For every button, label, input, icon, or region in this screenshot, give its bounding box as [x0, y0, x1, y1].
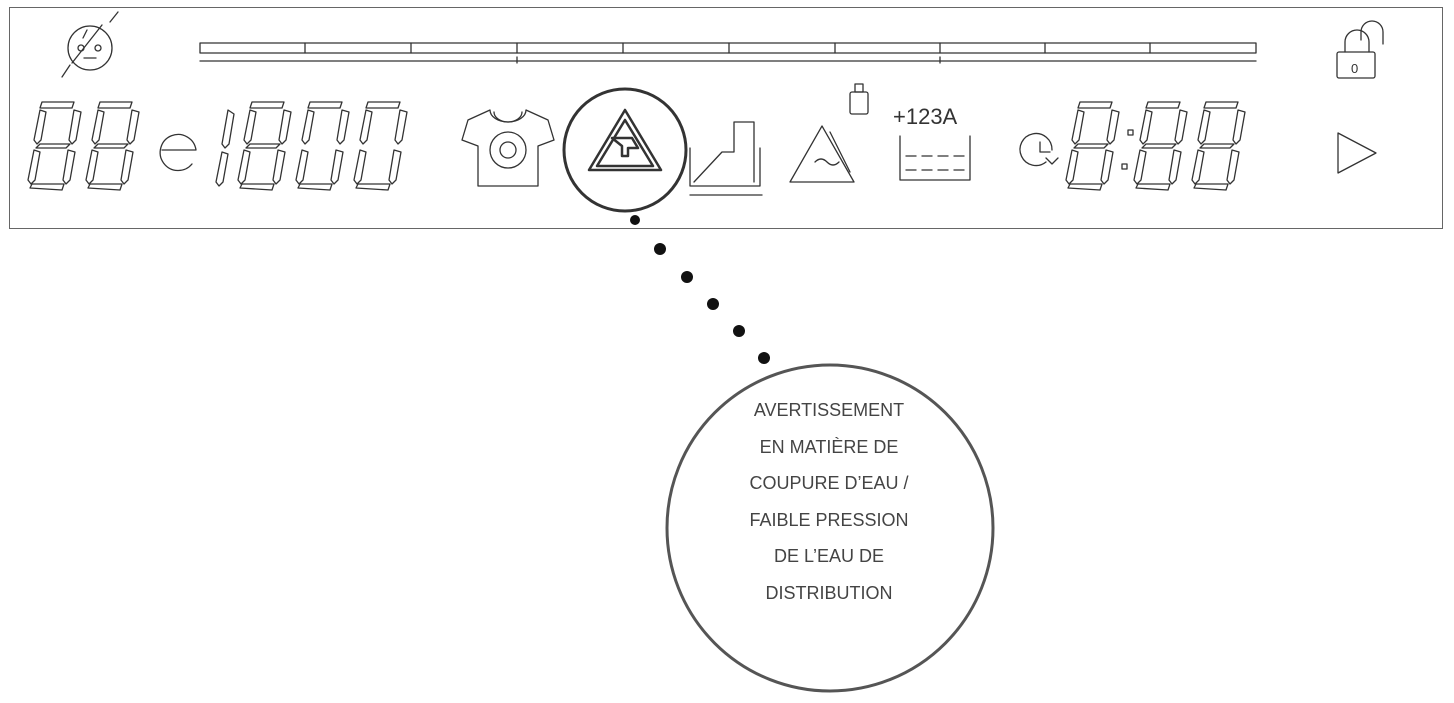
- child-face-icon: [61, 11, 119, 78]
- callout-circle: [665, 363, 995, 693]
- callout-text: AVERTISSEMENT EN MATIÈRE DE COUPURE D’EA…: [696, 392, 962, 611]
- callout-line: AVERTISSEMENT: [753, 400, 905, 420]
- callout-line: FAIBLE PRESSION: [749, 509, 909, 530]
- lock-digit: 0: [1351, 61, 1358, 76]
- load-level-label: +123A: [893, 104, 958, 129]
- callout-line: DISTRIBUTION: [765, 582, 893, 603]
- callout-line: DE L’EAU DE: [773, 546, 885, 566]
- spin-indicator: [159, 133, 197, 172]
- time-digits: [1065, 101, 1246, 191]
- callout-leader: [630, 215, 770, 364]
- weight-icon: [849, 83, 869, 115]
- play-icon[interactable]: [1337, 132, 1377, 174]
- padlock-icon: [1336, 20, 1384, 79]
- progress-bar: [199, 42, 1257, 64]
- program-digits: [27, 101, 140, 191]
- water-tap-warning-icon: [562, 87, 688, 213]
- control-panel-display: [9, 7, 1443, 229]
- spin-speed-digits: [215, 101, 408, 191]
- delay-clock-icon: [1019, 132, 1059, 167]
- drain-icon: [689, 121, 763, 196]
- detergent-tray-icon: [899, 135, 971, 181]
- fan-warning-icon: [789, 125, 855, 183]
- callout-line: EN MATIÈRE DE: [759, 436, 899, 457]
- callout-line: COUPURE D’EAU /: [749, 473, 909, 493]
- shirt-drum-icon: [461, 109, 555, 187]
